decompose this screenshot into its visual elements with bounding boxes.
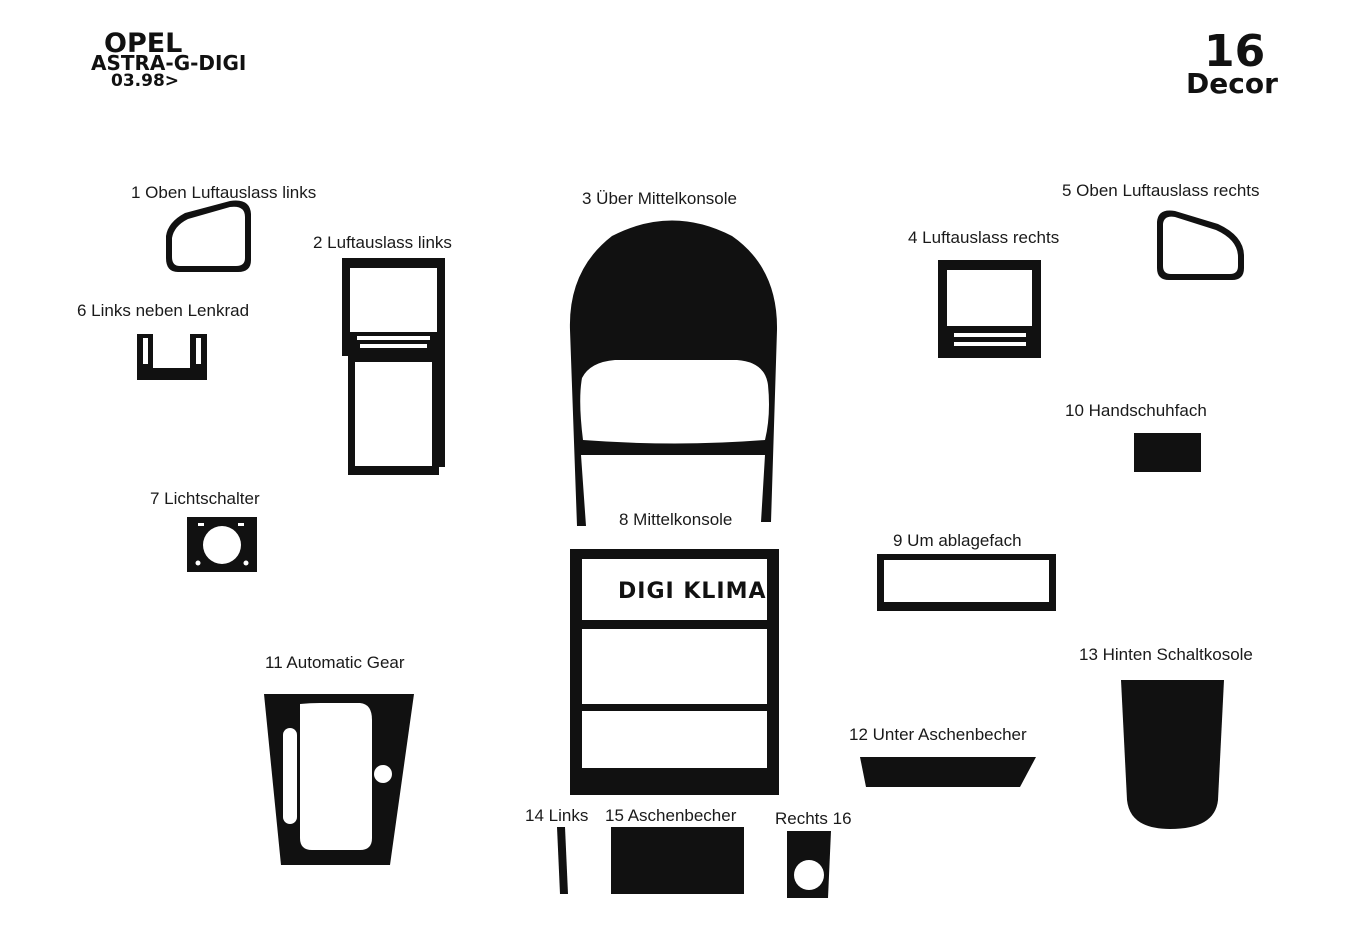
label-part-3: 3 Über Mittelkonsole: [582, 189, 737, 208]
label-part-14: 14 Links: [525, 806, 589, 825]
brand-title: OPEL: [104, 28, 183, 59]
part-5-upper-vent-right: [1157, 210, 1244, 280]
label-part-8: 8 Mittelkonsole: [619, 510, 733, 529]
label-part-16: Rechts 16: [775, 809, 852, 828]
piece-word: Decor: [1186, 67, 1278, 100]
label-part-15: 15 Aschenbecher: [605, 806, 737, 825]
digi-klima-label: DIGI KLIMA: [618, 579, 767, 604]
part-4-vent-right: [938, 260, 1041, 358]
part-15-ashtray: [611, 827, 744, 894]
part-8-center-console: DIGI KLIMA: [570, 549, 779, 795]
part-9-storage-surround: [877, 554, 1056, 611]
label-part-6: 6 Links neben Lenkrad: [77, 301, 250, 320]
part-7-light-switch: [187, 517, 257, 572]
label-part-7: 7 Lichtschalter: [150, 489, 260, 508]
part-6-beside-steering-wheel: [137, 334, 207, 380]
label-part-2: 2 Luftauslass links: [313, 233, 452, 252]
part-16-right-piece: [787, 831, 831, 898]
label-part-13: 13 Hinten Schaltkosole: [1079, 645, 1253, 664]
part-3-upper-center-console: [569, 220, 778, 526]
label-part-4: 4 Luftauslass rechts: [908, 228, 1060, 247]
label-part-5: 5 Oben Luftauslass rechts: [1062, 181, 1260, 200]
label-part-9: 9 Um ablagefach: [893, 531, 1022, 550]
label-part-10: 10 Handschuhfach: [1065, 401, 1207, 420]
part-13-rear-shift-console: [1121, 680, 1224, 829]
part-11-automatic-gear: [264, 694, 414, 865]
model-date: 03.98>: [111, 71, 180, 91]
model-title: ASTRA-G-DIGI: [91, 51, 247, 75]
piece-count: 16: [1204, 26, 1266, 77]
label-part-12: 12 Unter Aschenbecher: [849, 725, 1027, 744]
part-1-upper-vent-left: [166, 200, 251, 272]
label-part-1: 1 Oben Luftauslass links: [131, 183, 317, 202]
part-12-below-ashtray: [860, 757, 1036, 787]
part-10-glovebox: [1134, 433, 1201, 472]
part-2-vent-left: [342, 258, 445, 475]
part-14-left-strip: [557, 827, 568, 894]
label-part-11: 11 Automatic Gear: [265, 653, 405, 672]
